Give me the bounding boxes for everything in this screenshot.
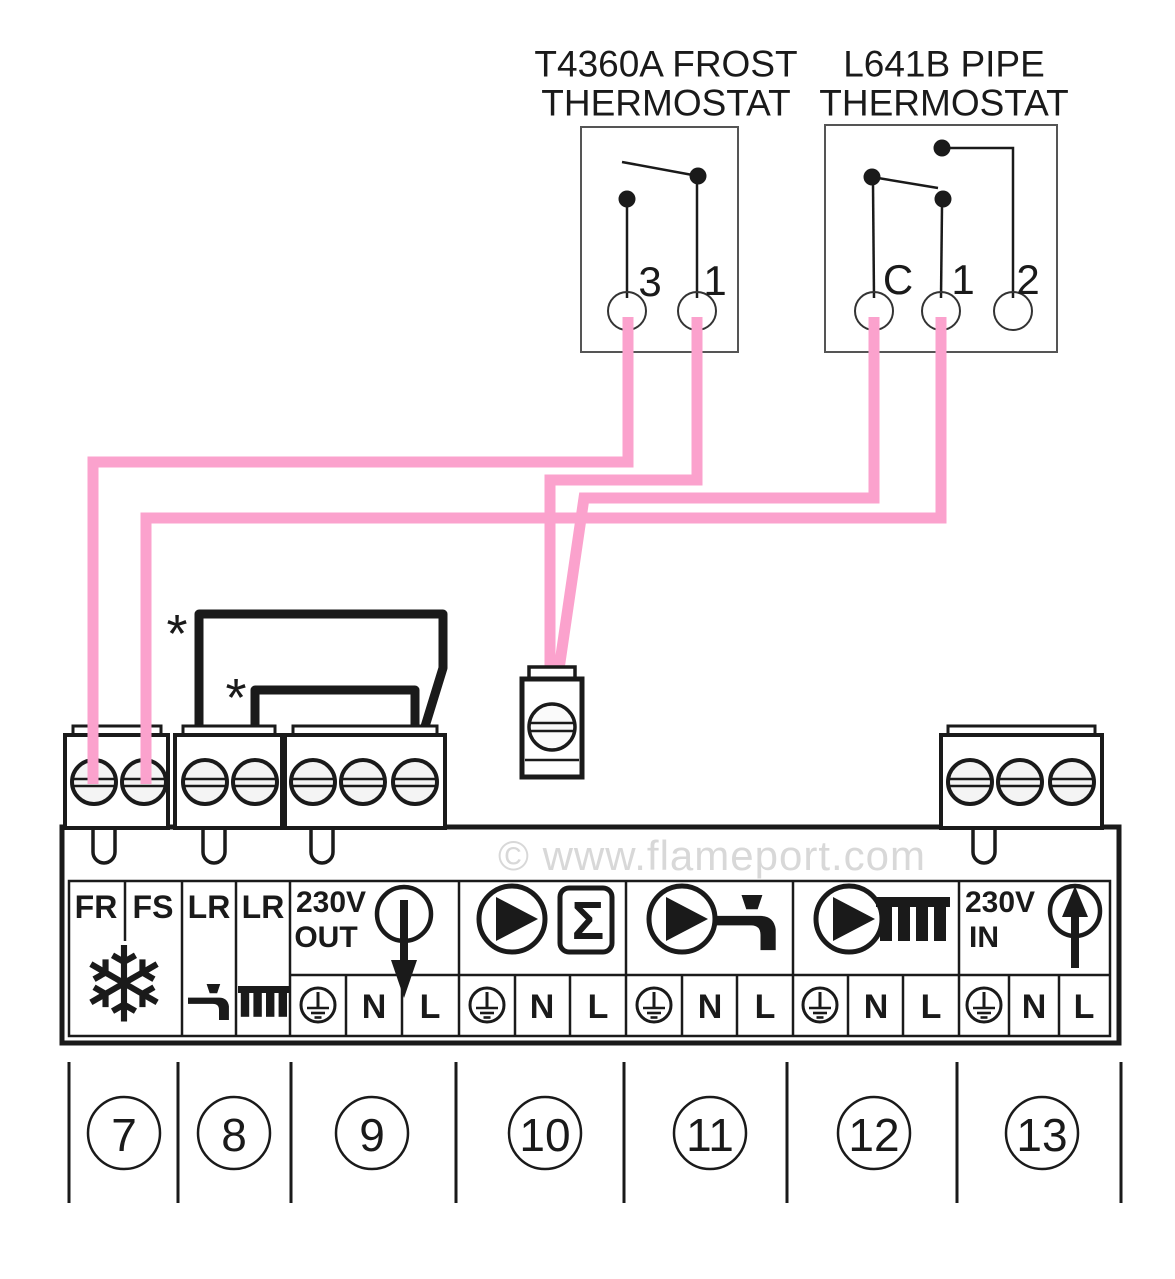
cylinder-sigma-icon [557, 885, 615, 955]
switch-contact-dot [618, 190, 636, 208]
switch-lever [871, 175, 939, 190]
zone-number-10: 10 [519, 1109, 571, 1161]
label-fs: FS [132, 889, 174, 925]
label-lr-hw: LR [187, 889, 231, 925]
terminal-blocks [63, 724, 1104, 830]
wire-entry-notches [91, 823, 997, 865]
pipe-thermostat-title-line2: THERMOSTAT [819, 82, 1069, 124]
jumper-links [194, 609, 448, 735]
wire-pipe-1-to-fs [140, 317, 947, 784]
strip-connector [519, 665, 585, 780]
switch-contact-dot [933, 139, 951, 157]
frost-terminal-label-3: 3 [638, 258, 662, 305]
wire-notch [971, 823, 997, 865]
snowflake-icon: ❄ [80, 924, 168, 1047]
pipe-thermostat-title-line1: L641B PIPE [843, 43, 1045, 85]
pipe-terminal-label-c: C [882, 256, 914, 303]
zone-number-13: 13 [1016, 1109, 1068, 1161]
frost-thermostat-title-line2: THERMOSTAT [541, 82, 791, 124]
live-label: L [1073, 988, 1095, 1026]
frost-terminal-label-1: 1 [703, 257, 727, 304]
live-label: L [754, 988, 776, 1026]
zone-number-circles [86, 1095, 1080, 1171]
cylinder-sigma-glyph: Σ [571, 891, 605, 951]
label-fr: FR [74, 889, 118, 925]
jumper-link-long [194, 609, 448, 735]
frost-thermostat-title-line1: T4360A FROST [534, 43, 798, 85]
label-lr-ch: LR [241, 889, 285, 925]
neutral-label: N [697, 988, 723, 1026]
jumper-asterisk-2: * [225, 668, 247, 728]
zone-number-7: 7 [111, 1109, 137, 1161]
pipe-terminal-label-2: 2 [1016, 256, 1040, 303]
jumper-link-short [250, 685, 420, 733]
pipe-thermostat-box [824, 124, 1058, 353]
neutral-label: N [863, 988, 889, 1026]
wire-notch [201, 823, 227, 865]
pump-down-arrow-icon [374, 884, 434, 998]
neutral-label: N [361, 988, 387, 1026]
zone-number-12: 12 [848, 1109, 900, 1161]
label-230v-out-line1: 230V [295, 886, 367, 919]
wire-frost-3-to-fr [87, 317, 634, 784]
label-230v-out-line2: OUT [294, 921, 358, 954]
supply-up-arrow-icon [1047, 883, 1103, 968]
live-label: L [587, 988, 609, 1026]
section-icons [188, 883, 1103, 1024]
live-label: L [419, 988, 441, 1026]
switch-contact-dot [934, 190, 952, 208]
label-230v-in-line1: 230V [964, 886, 1036, 919]
pipe-terminal-label-1: 1 [951, 256, 975, 303]
wire-pipe-c-to-connector [552, 317, 880, 677]
wire-notch [91, 823, 117, 865]
zone-number-9: 9 [359, 1109, 385, 1161]
zone-dividers [67, 1062, 1123, 1203]
thermostat-wires [87, 317, 947, 784]
switch-lever [621, 160, 699, 178]
wire-frost-1-to-connector [544, 317, 703, 676]
zone-number-11: 11 [686, 1109, 734, 1161]
watermark: © www.flameport.com [497, 832, 927, 879]
neutral-label: N [529, 988, 555, 1026]
terminal-ring [993, 291, 1033, 331]
frost-thermostat-box [580, 126, 739, 353]
wire-notch [309, 823, 335, 865]
jumper-asterisk-1: * [166, 604, 188, 664]
live-label: L [920, 988, 942, 1026]
label-230v-in-line2: IN [969, 921, 999, 954]
zone-number-8: 8 [221, 1109, 247, 1161]
neutral-label: N [1021, 988, 1047, 1026]
